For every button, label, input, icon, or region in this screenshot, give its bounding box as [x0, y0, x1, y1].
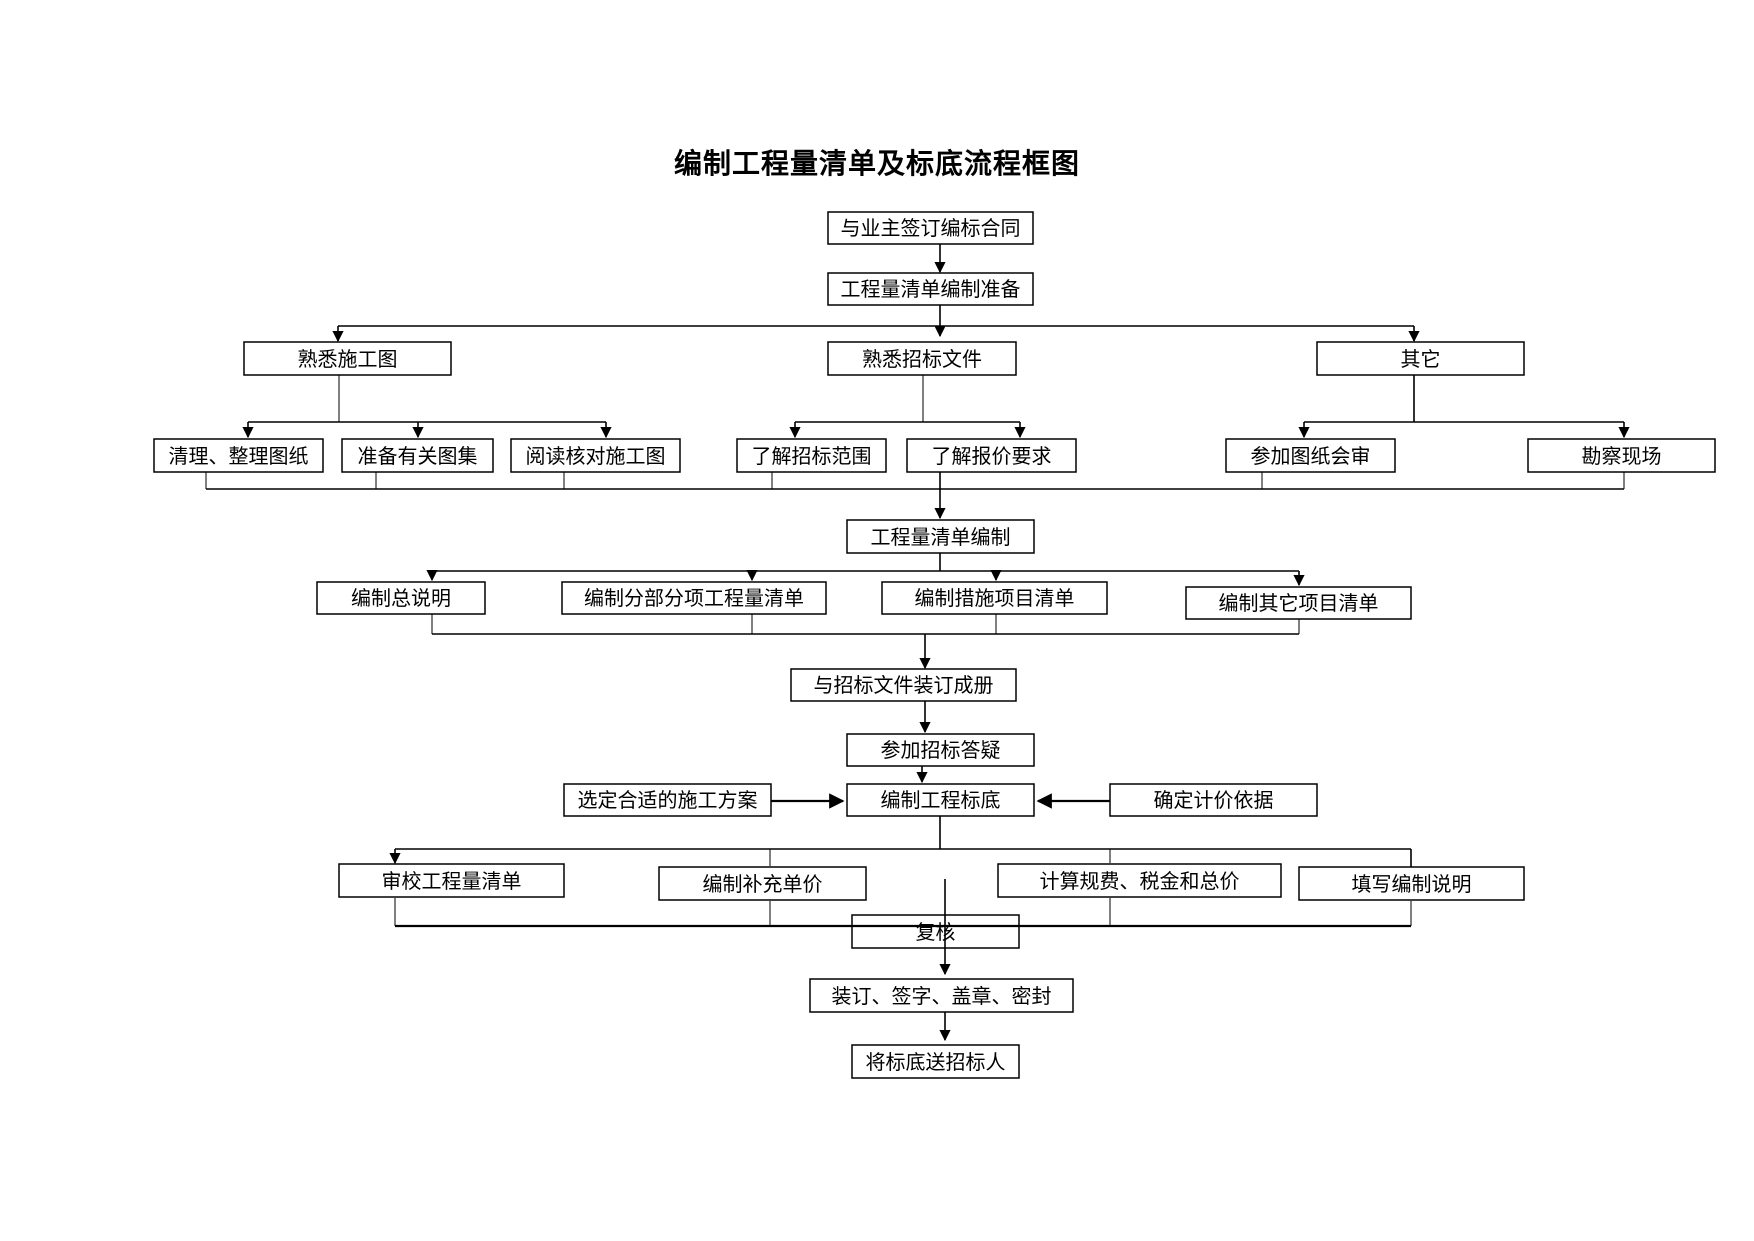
node-seal: 装订、签字、盖章、密封 [809, 978, 1074, 1013]
node-joint-review: 参加图纸会审 [1225, 438, 1396, 473]
node-atlas-label: 准备有关图集 [358, 444, 478, 468]
node-check-drawings: 阅读核对施工图 [510, 438, 681, 473]
node-fees: 计算规费、税金和总价 [997, 863, 1282, 898]
node-qa: 参加招标答疑 [846, 733, 1035, 767]
node-base-price-label: 编制工程标底 [881, 788, 1001, 812]
page-title: 编制工程量清单及标底流程框图 [673, 147, 1080, 180]
node-drawings-label: 熟悉施工图 [298, 347, 398, 371]
node-sign-contract-label: 与业主签订编标合同 [841, 216, 1021, 240]
node-select-scheme-label: 选定合适的施工方案 [578, 788, 758, 812]
node-site-survey-label: 勘察现场 [1582, 444, 1662, 468]
node-bid-docs-label: 熟悉招标文件 [862, 347, 982, 371]
node-general-notes: 编制总说明 [316, 581, 486, 615]
node-deliver-label: 将标底送招标人 [866, 1050, 1006, 1074]
connectors [205, 244, 1630, 1042]
node-bq-compile-label: 工程量清单编制 [871, 525, 1011, 549]
node-quote-req-label: 了解报价要求 [932, 444, 1052, 468]
node-site-survey: 勘察现场 [1527, 438, 1716, 473]
node-pricing-basis-label: 确定计价依据 [1154, 788, 1274, 812]
node-other: 其它 [1316, 341, 1525, 376]
node-sign-contract: 与业主签订编标合同 [827, 211, 1034, 245]
node-review-bq: 审校工程量清单 [338, 863, 565, 898]
node-recheck-label: 复核 [916, 920, 956, 944]
node-pricing-basis: 确定计价依据 [1109, 783, 1318, 817]
node-quote-req: 了解报价要求 [906, 438, 1077, 473]
boxes: 与业主签订编标合同 工程量清单编制准备 熟悉施工图 熟悉招标文件 其它 清理、整… [153, 211, 1716, 1079]
node-joint-review-label: 参加图纸会审 [1251, 444, 1371, 468]
node-bid-docs: 熟悉招标文件 [827, 341, 1017, 376]
node-fill-notes-label: 填写编制说明 [1352, 872, 1472, 896]
node-measures: 编制措施项目清单 [881, 581, 1108, 615]
node-recheck: 复核 [851, 914, 1020, 949]
node-sub-items: 编制分部分项工程量清单 [561, 581, 827, 615]
node-sort-drawings: 清理、整理图纸 [153, 438, 324, 473]
node-other-items: 编制其它项目清单 [1185, 586, 1412, 620]
node-drawings: 熟悉施工图 [243, 341, 452, 376]
node-check-drawings-label: 阅读核对施工图 [526, 444, 666, 468]
node-select-scheme: 选定合适的施工方案 [563, 783, 772, 817]
node-base-price: 编制工程标底 [846, 783, 1035, 817]
node-bind: 与招标文件装订成册 [790, 668, 1017, 702]
node-bid-scope-label: 了解招标范围 [752, 444, 872, 468]
node-sort-drawings-label: 清理、整理图纸 [169, 444, 309, 468]
node-prepare-label: 工程量清单编制准备 [841, 277, 1021, 301]
node-other-items-label: 编制其它项目清单 [1219, 591, 1379, 615]
node-seal-label: 装订、签字、盖章、密封 [832, 984, 1052, 1008]
node-review-bq-label: 审校工程量清单 [382, 869, 522, 893]
node-supp-price: 编制补充单价 [658, 866, 867, 901]
node-bid-scope: 了解招标范围 [736, 438, 887, 473]
node-other-label: 其它 [1401, 347, 1441, 371]
node-fill-notes: 填写编制说明 [1298, 866, 1525, 901]
node-prepare: 工程量清单编制准备 [827, 272, 1034, 306]
node-supp-price-label: 编制补充单价 [703, 872, 823, 896]
node-measures-label: 编制措施项目清单 [915, 586, 1075, 610]
node-qa-label: 参加招标答疑 [881, 738, 1001, 762]
node-deliver: 将标底送招标人 [851, 1044, 1020, 1079]
node-general-notes-label: 编制总说明 [351, 586, 451, 610]
node-fees-label: 计算规费、税金和总价 [1040, 869, 1240, 893]
node-bind-label: 与招标文件装订成册 [814, 673, 994, 697]
node-sub-items-label: 编制分部分项工程量清单 [584, 586, 804, 610]
node-bq-compile: 工程量清单编制 [846, 519, 1035, 554]
node-atlas: 准备有关图集 [341, 438, 494, 473]
